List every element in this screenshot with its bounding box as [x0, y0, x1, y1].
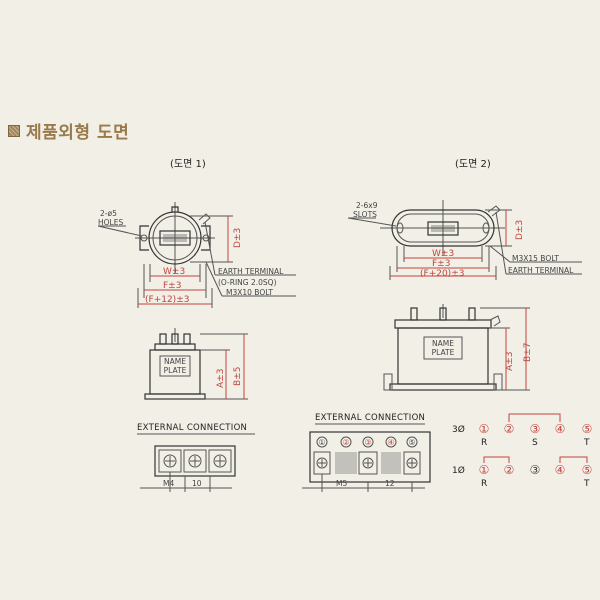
phase1-num-1: ① — [479, 463, 490, 477]
fig1-side-view: NAME PLATE A±3 B±5 — [144, 328, 248, 400]
fig1-title: (도면 1) — [170, 158, 206, 170]
phase1-num-5: ⑤ — [582, 463, 593, 477]
fig2-top-view: 2-6x9 SLOTS D±3 W±3 F±3 (F+20)±3 M3X15 B… — [347, 200, 582, 280]
fig2-dim-d: D±3 — [515, 220, 525, 240]
fig1-top-view: 2-ø5 HOLES D±3 W±3 F±3 (F+12)±3 EARTH TE… — [97, 202, 296, 308]
fig1-dim-w: W±3 — [163, 267, 185, 277]
fig2-nameplate-line1: NAME — [432, 339, 454, 348]
fig2-earth-terminal: EARTH TERMINAL — [508, 266, 574, 275]
fig1-dim-b: B±5 — [233, 367, 243, 386]
fig1-bolt: M3X10 BOLT — [226, 288, 273, 297]
phase3-term-s: S — [532, 438, 538, 448]
fig2-slots-count: 2-6x9 — [356, 201, 378, 210]
fig2-side-view: NAME PLATE A±3 B±7 — [383, 304, 533, 391]
fig2-ext-title: EXTERNAL CONNECTION — [315, 413, 425, 423]
fig2-ext-num-3: ③ — [364, 438, 371, 447]
phase3-num-5: ⑤ — [582, 422, 593, 436]
fig1-dim-a: A±3 — [216, 369, 226, 388]
fig1-dim-f12: (F+12)±3 — [145, 295, 189, 305]
phase-3-label: 3Ø — [452, 424, 465, 435]
fig1-ext-title: EXTERNAL CONNECTION — [137, 423, 247, 433]
phase1-num-3: ③ — [530, 463, 541, 477]
fig1-holes-label: HOLES — [98, 218, 123, 227]
phase3-num-4: ④ — [555, 422, 566, 436]
phase1-term-r: R — [481, 479, 487, 489]
fig2-dim-b: B±7 — [523, 343, 533, 362]
fig1-external-connection: EXTERNAL CONNECTION M4 10 — [137, 423, 255, 492]
fig2-ext-num-5: ⑤ — [408, 438, 415, 447]
phase1-num-2: ② — [504, 463, 515, 477]
phase3-num-3: ③ — [530, 422, 541, 436]
fig2-terminal-3 — [358, 451, 378, 475]
fig2-terminal-5 — [403, 451, 421, 475]
fig1-earth-oring: (O-RING 2.0SQ) — [218, 278, 277, 287]
fig2-bolt: M3X15 BOLT — [512, 254, 559, 263]
phase3-num-1: ① — [479, 422, 490, 436]
phase3-term-r: R — [481, 438, 487, 448]
fig2-external-connection: EXTERNAL CONNECTION ① ② ③ ④ ⑤ — [302, 413, 431, 492]
fig2-ext-num-2: ② — [342, 438, 349, 447]
phase3-num-2: ② — [504, 422, 515, 436]
fig2-ext-num-1: ① — [318, 438, 325, 447]
fig2-dim-a: A±3 — [505, 352, 515, 371]
phase1-link-1-2 — [483, 456, 510, 463]
fig1-terminal-3 — [208, 449, 232, 473]
fig1-terminal-1 — [158, 449, 182, 473]
phase3-link-2-4 — [508, 413, 561, 422]
phase1-link-4-5 — [559, 456, 588, 463]
fig2-dim-f: F±3 — [432, 259, 450, 269]
fig2-dim-f20: (F+20)±3 — [420, 269, 464, 279]
section-title: 제품외형 도면 — [26, 123, 130, 143]
phase3-term-t: T — [583, 438, 590, 448]
phase1-term-t: T — [583, 479, 590, 489]
section-bullet-icon — [8, 124, 20, 137]
fig1-dim-d: D±3 — [233, 228, 243, 248]
fig1-nameplate-line1: NAME — [164, 357, 186, 366]
fig2-title: (도면 2) — [455, 158, 491, 170]
fig2-bridge-left — [335, 452, 357, 474]
fig1-terminal-2 — [183, 449, 207, 473]
fig2-terminal-1 — [313, 451, 331, 475]
fig2-ext-num-4: ④ — [387, 438, 394, 447]
fig2-ext-bolt: M5 — [336, 479, 347, 488]
fig1-ext-bolt: M4 — [163, 479, 174, 488]
phase1-num-4: ④ — [555, 463, 566, 477]
fig1-dim-f: F±3 — [163, 281, 181, 291]
fig1-earth-terminal: EARTH TERMINAL — [218, 267, 284, 276]
phase-1-label: 1Ø — [452, 465, 465, 476]
fig2-ext-pitch: 12 — [385, 479, 395, 488]
fig1-nameplate-line2: PLATE — [164, 366, 187, 375]
fig2-dim-w: W±3 — [432, 249, 454, 259]
fig1-ext-pitch: 10 — [192, 479, 202, 488]
phase-diagram: 3Ø ① ② ③ ④ ⑤ R S T 1Ø ① ② ③ ④ ⑤ R T — [452, 413, 593, 489]
fig2-bridge-right — [381, 452, 401, 474]
fig1-holes-count: 2-ø5 — [100, 209, 117, 218]
fig2-slots-label: SLOTS — [353, 210, 377, 219]
section-header: 제품외형 도면 — [8, 118, 129, 143]
fig2-nameplate-line2: PLATE — [432, 348, 455, 357]
